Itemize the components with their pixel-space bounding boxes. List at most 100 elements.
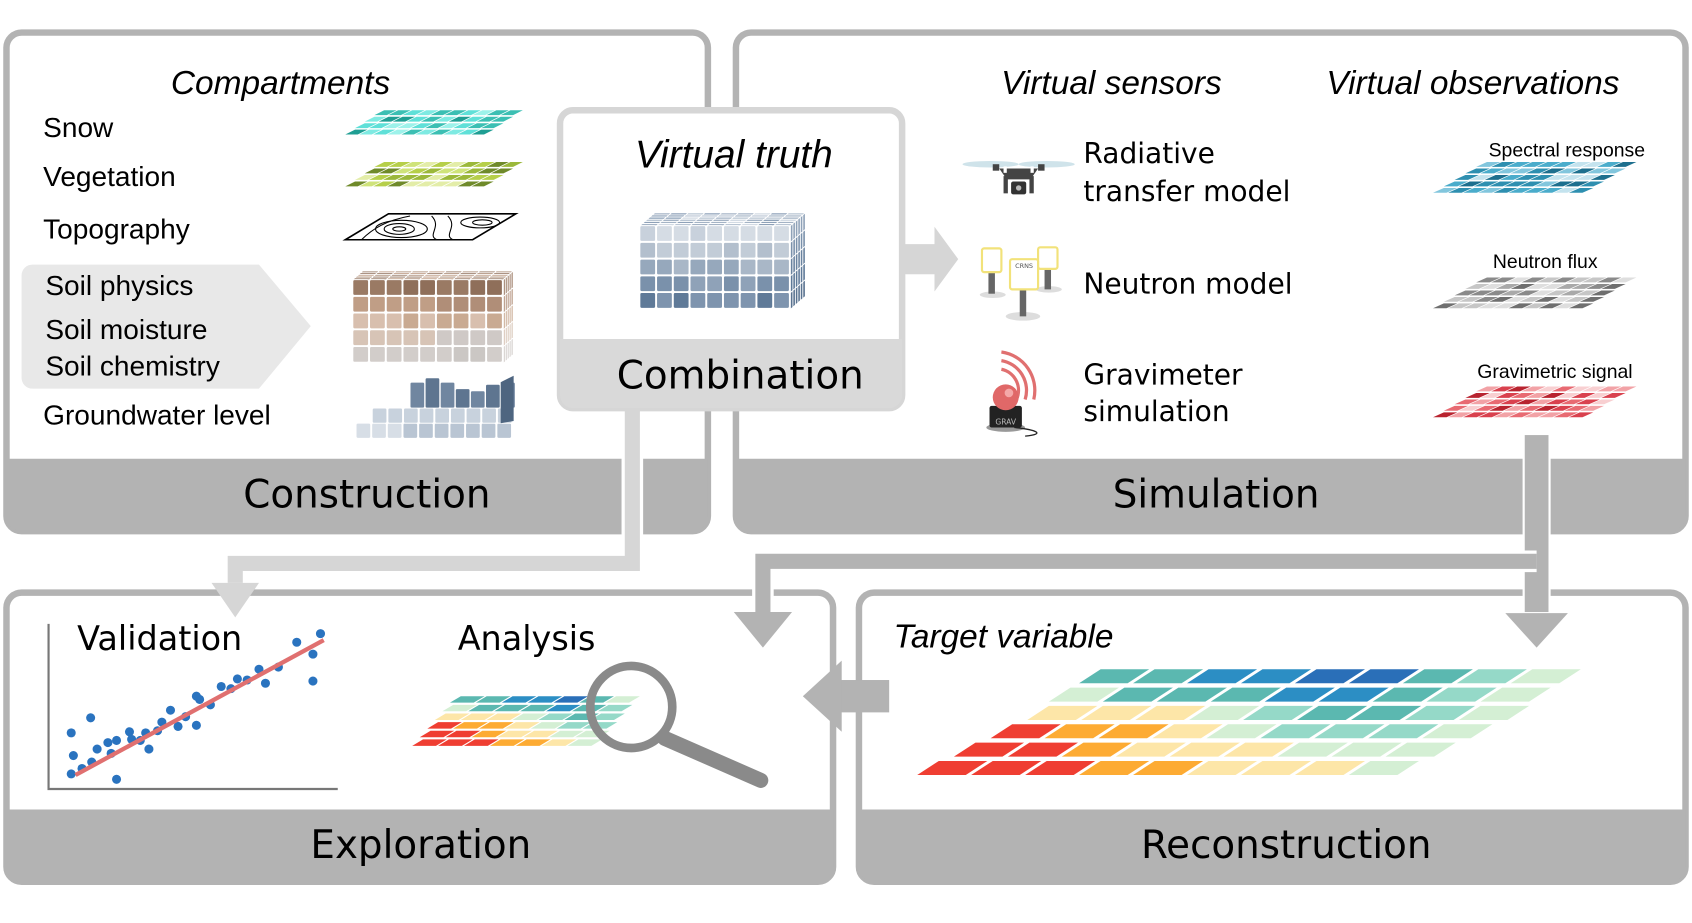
cube-cell [672, 258, 690, 276]
scatter-point [308, 649, 318, 659]
grid-cell [434, 168, 457, 174]
cube-cell [756, 258, 774, 276]
grid-cell [1564, 181, 1589, 187]
grid-cell [472, 110, 495, 116]
grid-cell [462, 168, 486, 174]
grid-cell [1469, 290, 1494, 296]
grid-cell [1433, 412, 1458, 418]
grid-cell [1579, 296, 1605, 302]
grid-cell [416, 110, 439, 116]
simulation-footer-label: Simulation [1113, 472, 1320, 517]
cube-cell [706, 225, 723, 242]
grid-cell [1560, 175, 1585, 180]
cube-cell [656, 225, 673, 242]
grid-cell [1551, 162, 1576, 167]
cube-cell [706, 258, 723, 276]
grid-cell [1504, 296, 1529, 302]
grid-cell [1478, 412, 1503, 418]
grid-cell [1521, 386, 1546, 392]
grid-cell [1351, 705, 1422, 720]
grid-cell [1044, 724, 1115, 739]
grid-cell [364, 116, 387, 122]
grid-cell [457, 129, 480, 135]
grid-cell [523, 730, 558, 738]
grid-cell [1540, 168, 1566, 174]
grid-cell [1556, 392, 1581, 398]
grid-cell [1493, 303, 1518, 309]
grid-cell [1463, 187, 1488, 193]
grid-cell [1491, 162, 1516, 167]
grid-cell [1491, 386, 1516, 392]
grid-cell [1465, 168, 1490, 174]
grid-cell [1586, 392, 1611, 398]
grid-cell [383, 175, 406, 180]
grid-cell [345, 129, 368, 135]
grid-cell [1536, 386, 1561, 392]
grid-cell [1601, 392, 1626, 398]
cube-cell [723, 292, 740, 309]
grid-cell [1506, 386, 1531, 392]
cube-cell [486, 346, 503, 363]
grid-cell [397, 175, 420, 180]
grid-cell [388, 110, 411, 116]
combination-footer [560, 339, 903, 409]
scatter-point [165, 705, 176, 715]
cube-cell [402, 295, 420, 313]
cube-cell [452, 312, 470, 330]
grid-cell [1538, 303, 1564, 309]
cube-cell [469, 346, 487, 363]
observation-label-gravimetric: Gravimetric signal [1477, 361, 1632, 383]
grid-cell [1260, 724, 1331, 739]
grid-cell [1499, 175, 1525, 180]
grid-cell [1579, 181, 1605, 187]
vegetation-grid-icon [345, 162, 523, 187]
grid-cell [1448, 187, 1473, 193]
observation-label-spectral: Spectral response [1489, 140, 1645, 162]
grid-cell [1508, 412, 1533, 418]
grid-cell [1519, 181, 1544, 187]
grid-cell [397, 123, 420, 129]
cube-cell [639, 292, 656, 309]
cube-cell [496, 422, 512, 439]
cube-cell [355, 422, 372, 439]
grid-cell [415, 181, 438, 187]
cube-cell [723, 242, 740, 259]
grid-cell [549, 730, 584, 738]
grid-cell [1368, 724, 1439, 739]
grid-cell [462, 116, 486, 122]
grid-cell [1571, 168, 1596, 174]
grid-cell [500, 162, 523, 167]
cube-cell [689, 242, 707, 259]
observation-label-neutron: Neutron flux [1493, 251, 1598, 273]
grid-cell [438, 739, 473, 746]
grid-cell [415, 129, 438, 135]
grid-cell [412, 739, 447, 746]
grid-cell [429, 129, 452, 135]
exploration-footer-label: Exploration [310, 823, 531, 868]
cube-cell [352, 329, 369, 346]
grid-cell [1314, 724, 1385, 739]
grid-cell [430, 162, 453, 167]
cube-cell [802, 262, 806, 283]
grid-cell [1027, 705, 1098, 720]
cube-cell [369, 279, 386, 296]
grid-cell [445, 730, 481, 738]
grid-cell [1553, 303, 1579, 309]
grid-cell [1601, 168, 1626, 174]
grid-cell [1348, 669, 1419, 684]
cube-cell [385, 329, 403, 346]
grid-cell [1476, 277, 1501, 283]
grid-cell [1223, 742, 1294, 757]
grid-cell [917, 760, 988, 775]
grid-cell [1510, 669, 1581, 684]
grid-cell [453, 722, 488, 729]
grid-cell [1402, 669, 1473, 684]
grid-cell [449, 696, 485, 703]
grid-cell [388, 162, 411, 167]
cube-cell [672, 242, 690, 259]
grid-cell [1489, 181, 1514, 187]
grid-cell [1560, 399, 1585, 405]
cube-cell [371, 422, 387, 439]
cube-cell [500, 375, 514, 424]
grid-cell [1521, 277, 1546, 283]
